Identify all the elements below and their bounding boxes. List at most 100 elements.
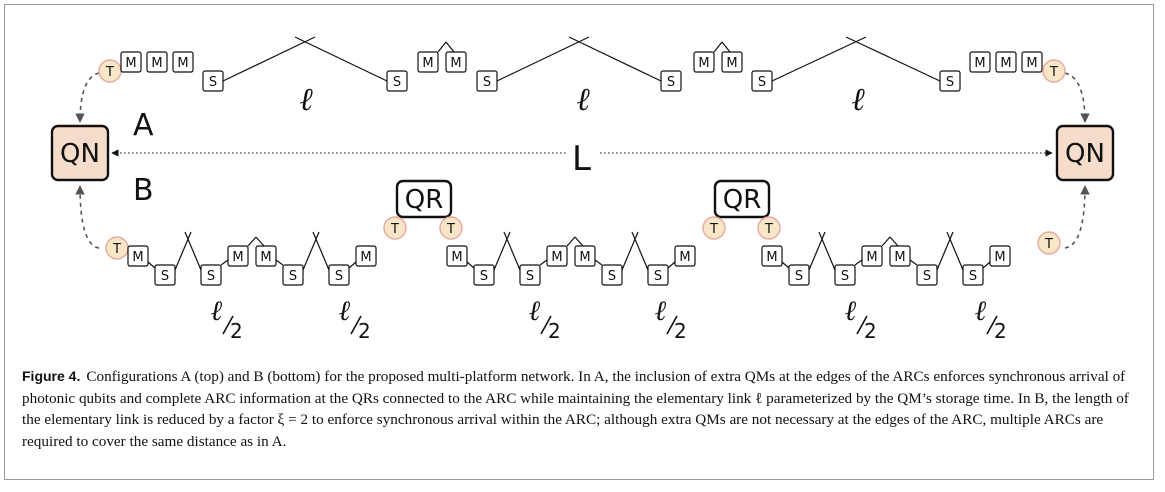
source-box: S <box>476 70 498 92</box>
connector-a-left <box>75 72 100 123</box>
fiber-line <box>222 36 316 82</box>
memory-box-label: M <box>766 250 777 265</box>
half-link-numerator: ℓ <box>528 294 541 327</box>
fiber-line <box>845 36 941 82</box>
memory-box: M <box>445 51 467 73</box>
memory-link <box>594 259 603 266</box>
source-box: S <box>834 264 856 286</box>
memory-box: M <box>889 245 911 267</box>
memory-box: M <box>693 51 715 73</box>
fiber-line <box>493 231 511 271</box>
transducer-circle: T <box>383 216 407 240</box>
half-link-slash <box>666 315 678 335</box>
quantum-repeater-2: QR <box>713 179 771 219</box>
fiber-line <box>568 36 662 82</box>
half-link-slash <box>986 315 998 335</box>
memory-box-label: M <box>994 250 1005 265</box>
source-box: S <box>939 70 961 92</box>
source-box-label: S <box>795 269 803 284</box>
distance-label: L <box>572 139 591 179</box>
half-link-numerator: ℓ <box>210 294 223 327</box>
transducer-label: T <box>1044 237 1053 252</box>
transducer-label: T <box>112 242 121 257</box>
source-box: S <box>647 264 669 286</box>
source-box: S <box>328 264 350 286</box>
memory-link <box>539 259 548 266</box>
source-box: S <box>660 70 682 92</box>
source-box-label: S <box>335 269 343 284</box>
memory-box: M <box>995 51 1017 73</box>
connector-b-right <box>1064 185 1090 249</box>
memory-box-label: M <box>260 250 271 265</box>
memory-box: M <box>146 51 168 73</box>
caption-text: Configurations A (top) and B (bottom) fo… <box>22 368 1129 450</box>
half-link-label: ℓ2 <box>338 294 371 343</box>
fiber-line <box>808 231 826 271</box>
source-box-label: S <box>207 269 215 284</box>
source-box: S <box>962 264 984 286</box>
memory-box: M <box>446 245 468 267</box>
memory-link <box>147 261 156 269</box>
memory-link <box>713 41 723 53</box>
transducer-circle: T <box>105 236 129 260</box>
source-box: S <box>788 264 810 286</box>
half-link-numerator: ℓ <box>338 294 351 327</box>
quantum-repeater-2-label: QR <box>723 185 762 215</box>
half-link-slash <box>350 315 362 335</box>
half-link-numerator: ℓ <box>844 294 857 327</box>
source-box: S <box>916 264 938 286</box>
memory-box: M <box>127 245 149 267</box>
source-box-label: S <box>758 75 766 90</box>
fiber-line <box>936 231 954 271</box>
memory-box-label: M <box>125 56 136 71</box>
half-link-denominator: 2 <box>230 319 243 343</box>
quantum-node-right: QN <box>1055 124 1115 182</box>
fiber-line <box>946 231 964 271</box>
source-box-label: S <box>526 269 534 284</box>
memory-box: M <box>120 51 142 73</box>
source-box-label: S <box>654 269 662 284</box>
transducer-circle: T <box>439 216 463 240</box>
connector-b-left <box>75 185 100 249</box>
memory-link <box>781 261 790 269</box>
fiber-line <box>496 36 590 82</box>
source-box: S <box>200 264 222 286</box>
transducer-circle: T <box>757 216 781 240</box>
link-label-1: ℓ <box>300 80 314 118</box>
figure-label: Figure 4. <box>22 368 81 384</box>
source-box: S <box>154 264 176 286</box>
source-box: S <box>473 264 495 286</box>
transducer-label: T <box>446 222 455 237</box>
half-link-denominator: 2 <box>358 319 371 343</box>
fiber-line <box>771 36 867 82</box>
fiber-line <box>302 231 320 271</box>
source-box-label: S <box>480 269 488 284</box>
memory-box: M <box>861 245 883 267</box>
memory-box-label: M <box>698 56 709 71</box>
memory-box: M <box>417 51 439 73</box>
link-label-2: ℓ <box>577 80 591 118</box>
transducer-label: T <box>1049 65 1058 80</box>
memory-box: M <box>172 51 194 73</box>
half-link-label: ℓ2 <box>844 294 877 343</box>
memory-box: M <box>989 245 1011 267</box>
source-box-label: S <box>209 75 217 90</box>
memory-box-label: M <box>579 250 590 265</box>
memory-link <box>667 261 676 269</box>
source-box-label: S <box>946 75 954 90</box>
memory-box: M <box>1021 51 1043 73</box>
memory-link <box>275 259 284 266</box>
source-box-label: S <box>969 269 977 284</box>
half-link-denominator: 2 <box>674 319 687 343</box>
memory-box-label: M <box>551 250 562 265</box>
memory-link <box>437 41 447 53</box>
memory-link <box>255 236 265 247</box>
fiber-line <box>818 231 836 271</box>
memory-box-label: M <box>132 250 143 265</box>
memory-link <box>982 261 991 269</box>
memory-box-label: M <box>451 250 462 265</box>
memory-box-label: M <box>360 250 371 265</box>
memory-link <box>909 259 918 266</box>
memory-link <box>574 236 584 247</box>
quantum-repeater-1: QR <box>395 179 453 219</box>
